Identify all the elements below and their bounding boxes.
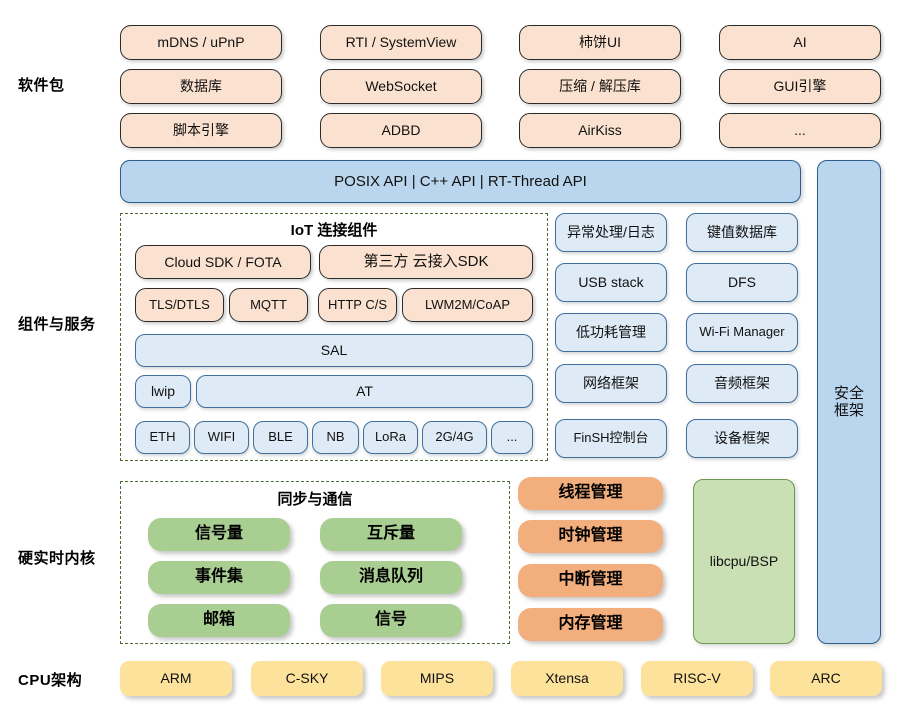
- libcpu-bsp-box[interactable]: libcpu/BSP: [693, 479, 795, 644]
- iot-chip[interactable]: AT: [196, 375, 533, 408]
- kernel-sync-chip[interactable]: 互斥量: [320, 518, 462, 551]
- component-chip[interactable]: DFS: [686, 263, 798, 302]
- sync-group-frame: [120, 481, 510, 644]
- component-chip[interactable]: 设备框架: [686, 419, 798, 458]
- component-chip[interactable]: Wi-Fi Manager: [686, 313, 798, 352]
- package-chip[interactable]: mDNS / uPnP: [120, 25, 282, 60]
- iot-chip[interactable]: ETH: [135, 421, 190, 454]
- iot-chip[interactable]: TLS/DTLS: [135, 288, 224, 322]
- component-chip[interactable]: FinSH控制台: [555, 419, 667, 458]
- package-chip[interactable]: GUI引擎: [719, 69, 881, 104]
- row-label-hard-realtime-kernel: 硬实时内核: [18, 550, 96, 567]
- iot-chip[interactable]: LWM2M/CoAP: [402, 288, 533, 322]
- package-chip[interactable]: WebSocket: [320, 69, 482, 104]
- cpu-arch-chip[interactable]: ARM: [120, 661, 232, 696]
- package-chip[interactable]: AirKiss: [519, 113, 681, 148]
- cpu-arch-chip[interactable]: ARC: [770, 661, 882, 696]
- package-chip[interactable]: ...: [719, 113, 881, 148]
- component-chip[interactable]: 音频框架: [686, 364, 798, 403]
- package-chip[interactable]: 数据库: [120, 69, 282, 104]
- row-label-cpu-arch: CPU架构: [18, 672, 83, 689]
- kernel-manager-chip[interactable]: 时钟管理: [518, 520, 663, 553]
- iot-chip[interactable]: LoRa: [363, 421, 418, 454]
- security-framework-column[interactable]: 安全 框架: [817, 160, 881, 644]
- sync-group-title: 同步与通信: [277, 491, 353, 508]
- package-chip[interactable]: 压缩 / 解压库: [519, 69, 681, 104]
- iot-chip[interactable]: Cloud SDK / FOTA: [135, 245, 311, 279]
- cpu-arch-chip[interactable]: RISC-V: [641, 661, 753, 696]
- component-chip[interactable]: USB stack: [555, 263, 667, 302]
- row-label-components-services: 组件与服务: [18, 316, 96, 333]
- package-chip[interactable]: ADBD: [320, 113, 482, 148]
- iot-chip[interactable]: 第三方 云接入SDK: [319, 245, 533, 279]
- iot-chip-sal[interactable]: SAL: [135, 334, 533, 367]
- iot-chip[interactable]: ...: [491, 421, 533, 454]
- cpu-arch-chip[interactable]: MIPS: [381, 661, 493, 696]
- cpu-arch-chip[interactable]: Xtensa: [511, 661, 623, 696]
- iot-chip[interactable]: NB: [312, 421, 359, 454]
- component-chip[interactable]: 网络框架: [555, 364, 667, 403]
- iot-group-title: IoT 连接组件: [290, 222, 378, 239]
- component-chip[interactable]: 异常处理/日志: [555, 213, 667, 252]
- iot-chip[interactable]: 2G/4G: [422, 421, 487, 454]
- kernel-manager-chip[interactable]: 线程管理: [518, 477, 663, 510]
- component-chip[interactable]: 低功耗管理: [555, 313, 667, 352]
- package-chip[interactable]: 脚本引擎: [120, 113, 282, 148]
- package-chip[interactable]: AI: [719, 25, 881, 60]
- iot-chip[interactable]: MQTT: [229, 288, 308, 322]
- kernel-sync-chip[interactable]: 信号: [320, 604, 462, 637]
- kernel-sync-chip[interactable]: 事件集: [148, 561, 290, 594]
- kernel-manager-chip[interactable]: 内存管理: [518, 608, 663, 641]
- kernel-sync-chip[interactable]: 信号量: [148, 518, 290, 551]
- component-chip[interactable]: 键值数据库: [686, 213, 798, 252]
- iot-chip[interactable]: BLE: [253, 421, 308, 454]
- kernel-sync-chip[interactable]: 消息队列: [320, 561, 462, 594]
- iot-chip[interactable]: WIFI: [194, 421, 249, 454]
- kernel-manager-chip[interactable]: 中断管理: [518, 564, 663, 597]
- iot-chip[interactable]: lwip: [135, 375, 191, 408]
- iot-chip[interactable]: HTTP C/S: [318, 288, 397, 322]
- kernel-sync-chip[interactable]: 邮箱: [148, 604, 290, 637]
- package-chip[interactable]: RTI / SystemView: [320, 25, 482, 60]
- row-label-software-package: 软件包: [18, 77, 65, 94]
- cpu-arch-chip[interactable]: C-SKY: [251, 661, 363, 696]
- api-bar: POSIX API | C++ API | RT-Thread API: [120, 160, 801, 203]
- iot-group-frame: [120, 213, 548, 461]
- package-chip[interactable]: 柿饼UI: [519, 25, 681, 60]
